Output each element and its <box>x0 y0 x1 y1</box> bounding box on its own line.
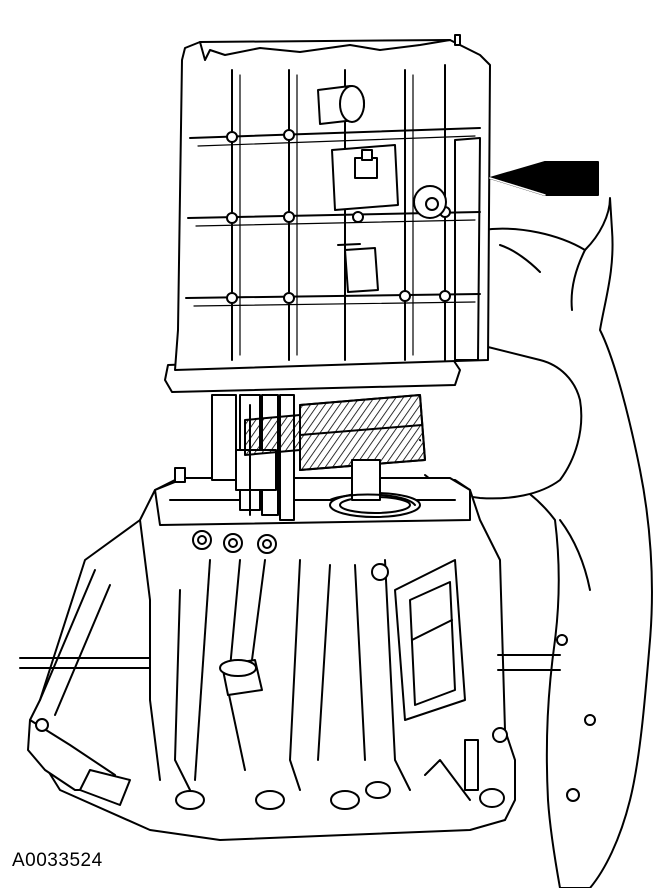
transmission-case <box>19 467 561 841</box>
extension-housing <box>164 34 491 393</box>
direction-arrow <box>489 161 599 196</box>
shaft-assembly <box>211 394 426 521</box>
figure-id-label: A0033524 <box>12 850 103 871</box>
